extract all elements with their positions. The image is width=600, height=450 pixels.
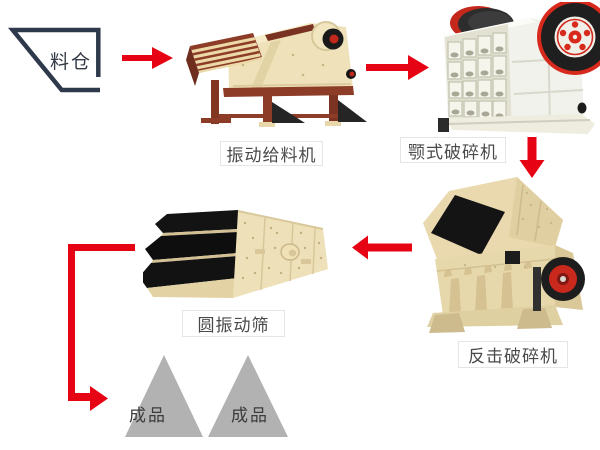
arrow-feeder-to-jaw-icon [366,55,429,80]
arrow-silo-to-feeder-icon [122,47,173,69]
vibrating-screen-illustration [143,210,328,298]
impact-crusher-label: 反击破碎机 [458,341,568,368]
product-triangle-right [208,355,288,437]
connector-screen-to-product [68,244,135,411]
impact-crusher-label-text: 反击破碎机 [468,347,558,366]
jaw-crusher-label-text: 颚式破碎机 [408,142,498,162]
product-right-label: 成品 [231,406,269,425]
jaw-crusher-illustration [438,2,600,134]
silo-label: 料仓 [50,52,93,73]
arrow-impact-to-screen-icon [352,235,412,260]
silo-shape [7,27,101,93]
impact-crusher-illustration [423,177,585,333]
feeder-label-text: 振动给料机 [226,146,317,165]
vibrating-screen-label: 圆振动筛 [182,310,285,337]
vibrating-screen-label-text: 圆振动筛 [197,316,270,335]
vibrating-feeder-illustration [186,21,367,127]
jaw-crusher-label: 颚式破碎机 [400,137,506,163]
arrow-jaw-to-impact-icon [519,137,545,178]
product-left-label: 成品 [129,406,167,425]
feeder-label: 振动给料机 [220,141,323,166]
product-triangle-left [125,355,203,437]
